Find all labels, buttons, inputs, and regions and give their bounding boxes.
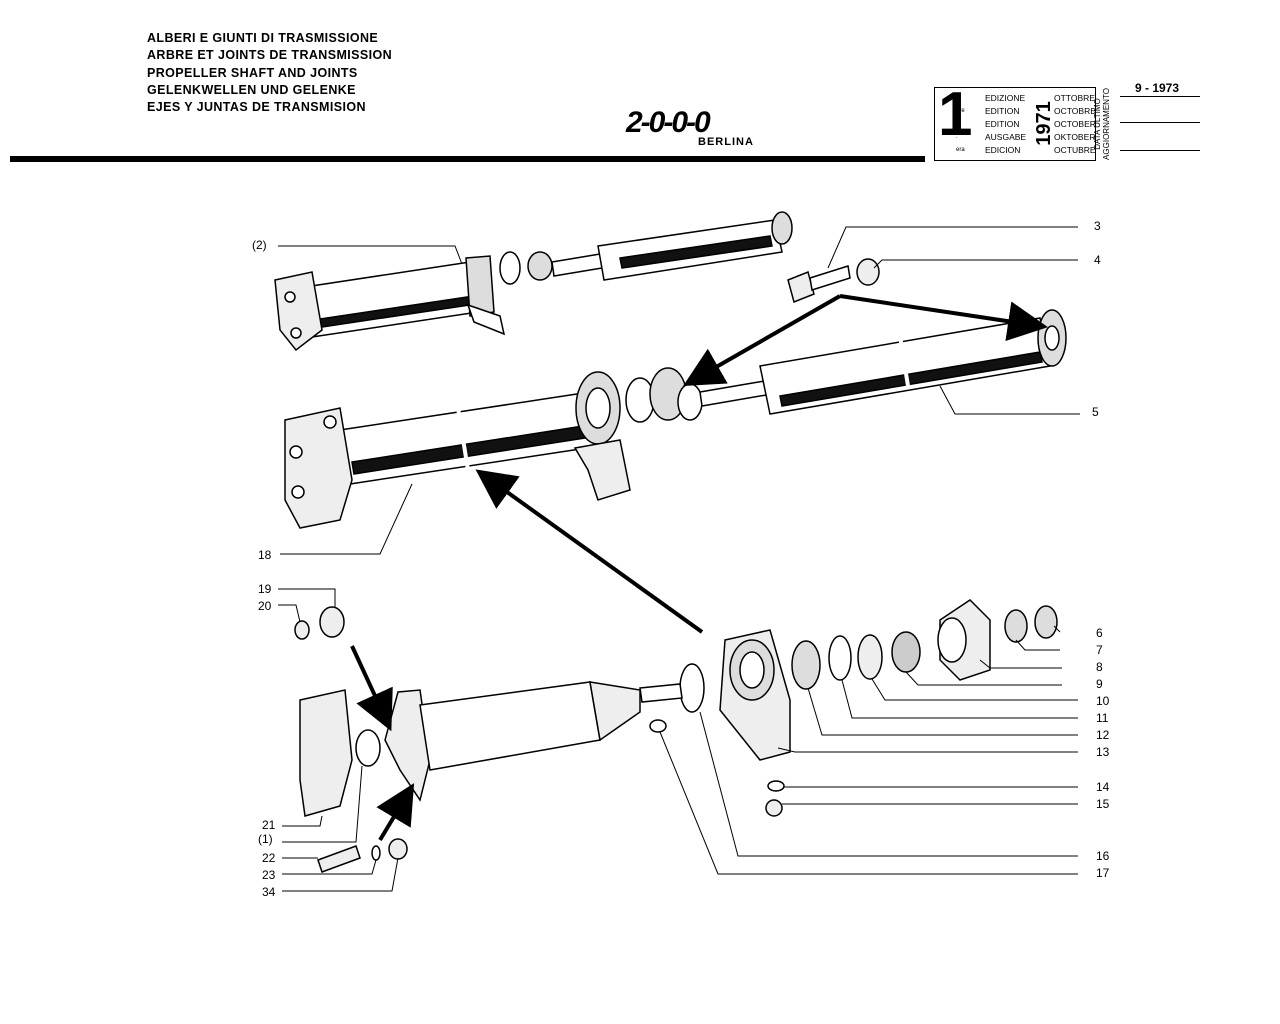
callout-22: 22: [262, 851, 276, 865]
callout-1: (1): [258, 832, 273, 846]
front-shaft-parts: [294, 606, 683, 873]
callout-5: 5: [1092, 405, 1099, 419]
callout-14: 14: [1096, 780, 1110, 794]
bolt-3: [787, 265, 851, 304]
update-line: [1120, 122, 1200, 123]
callout-12: 12: [1096, 728, 1110, 742]
callout-4: 4: [1094, 253, 1101, 267]
title-english: PROPELLER SHAFT AND JOINTS: [147, 65, 358, 80]
callout-7: 7: [1096, 643, 1103, 657]
edition-label-de: AUSGABE: [985, 132, 1027, 142]
center-bearing-parts: [679, 599, 1058, 817]
model-subtitle: BERLINA: [698, 136, 754, 148]
callout-23: 23: [262, 868, 276, 882]
title-french: ARBRE ET JOINTS DE TRANSMISSION: [147, 48, 393, 63]
callout-21: 21: [262, 818, 276, 832]
month-en: OCTOBER: [1054, 119, 1096, 129]
edition-suffix: era: [956, 147, 965, 153]
callout-11: 11: [1096, 711, 1109, 725]
edition-suffix: .: [956, 134, 958, 140]
callout-3: 3: [1094, 219, 1101, 233]
update-line: [1120, 150, 1200, 151]
edition-suffix: st: [956, 121, 961, 127]
edition-label-en: EDITION: [985, 119, 1020, 129]
callout-10: 10: [1096, 694, 1110, 708]
propeller-shaft-main-view: [284, 309, 1067, 529]
propeller-shaft-small-view: [274, 211, 793, 352]
callout-8: 8: [1096, 660, 1103, 674]
edition-label-fr: EDITION: [985, 106, 1020, 116]
callout-13: 13: [1096, 745, 1110, 759]
edition-label-it: EDIZIONE: [985, 93, 1026, 103]
leader-lines: [278, 226, 1080, 892]
nut-4: [856, 258, 880, 286]
callout-2: (2): [252, 238, 267, 252]
callout-9: 9: [1096, 677, 1103, 691]
header-rule: [10, 156, 925, 162]
month-fr: OCTOBRE: [1054, 106, 1096, 116]
title-german: GELENKWELLEN UND GELENKE: [147, 82, 356, 97]
model-logo: 2-0-0-0: [626, 106, 711, 139]
edition-label-es: EDICION: [985, 145, 1021, 155]
title-spanish: EJES Y JUNTAS DE TRANSMISION: [147, 100, 366, 115]
callout-34: 34: [262, 885, 276, 899]
update-line: [1120, 96, 1200, 97]
callout-16: 16: [1096, 849, 1110, 863]
callout-18: 18: [258, 548, 272, 562]
edition-suffix: a: [956, 95, 960, 101]
callout-17: 17: [1096, 866, 1110, 880]
edition-box: [934, 87, 1096, 161]
month-it: OTTOBRE: [1054, 93, 1095, 103]
callout-20: 20: [258, 599, 272, 613]
month-de: OKTOBER: [1054, 132, 1096, 142]
edition-number: 1: [938, 80, 973, 149]
callout-15: 15: [1096, 797, 1110, 811]
update-date: 9 - 1973: [1135, 81, 1180, 95]
assembly-arrows: [350, 294, 1048, 842]
month-es: OCTUBRE: [1054, 145, 1096, 155]
callout-6: 6: [1096, 626, 1103, 640]
header-titles: ALBERI E GIUNTI DI TRASMISSIONE ARBRE ET…: [147, 30, 392, 116]
edition-suffix: ère: [956, 108, 965, 114]
title-italian: ALBERI E GIUNTI DI TRASMISSIONE: [147, 31, 379, 45]
callout-19: 19: [258, 582, 272, 596]
